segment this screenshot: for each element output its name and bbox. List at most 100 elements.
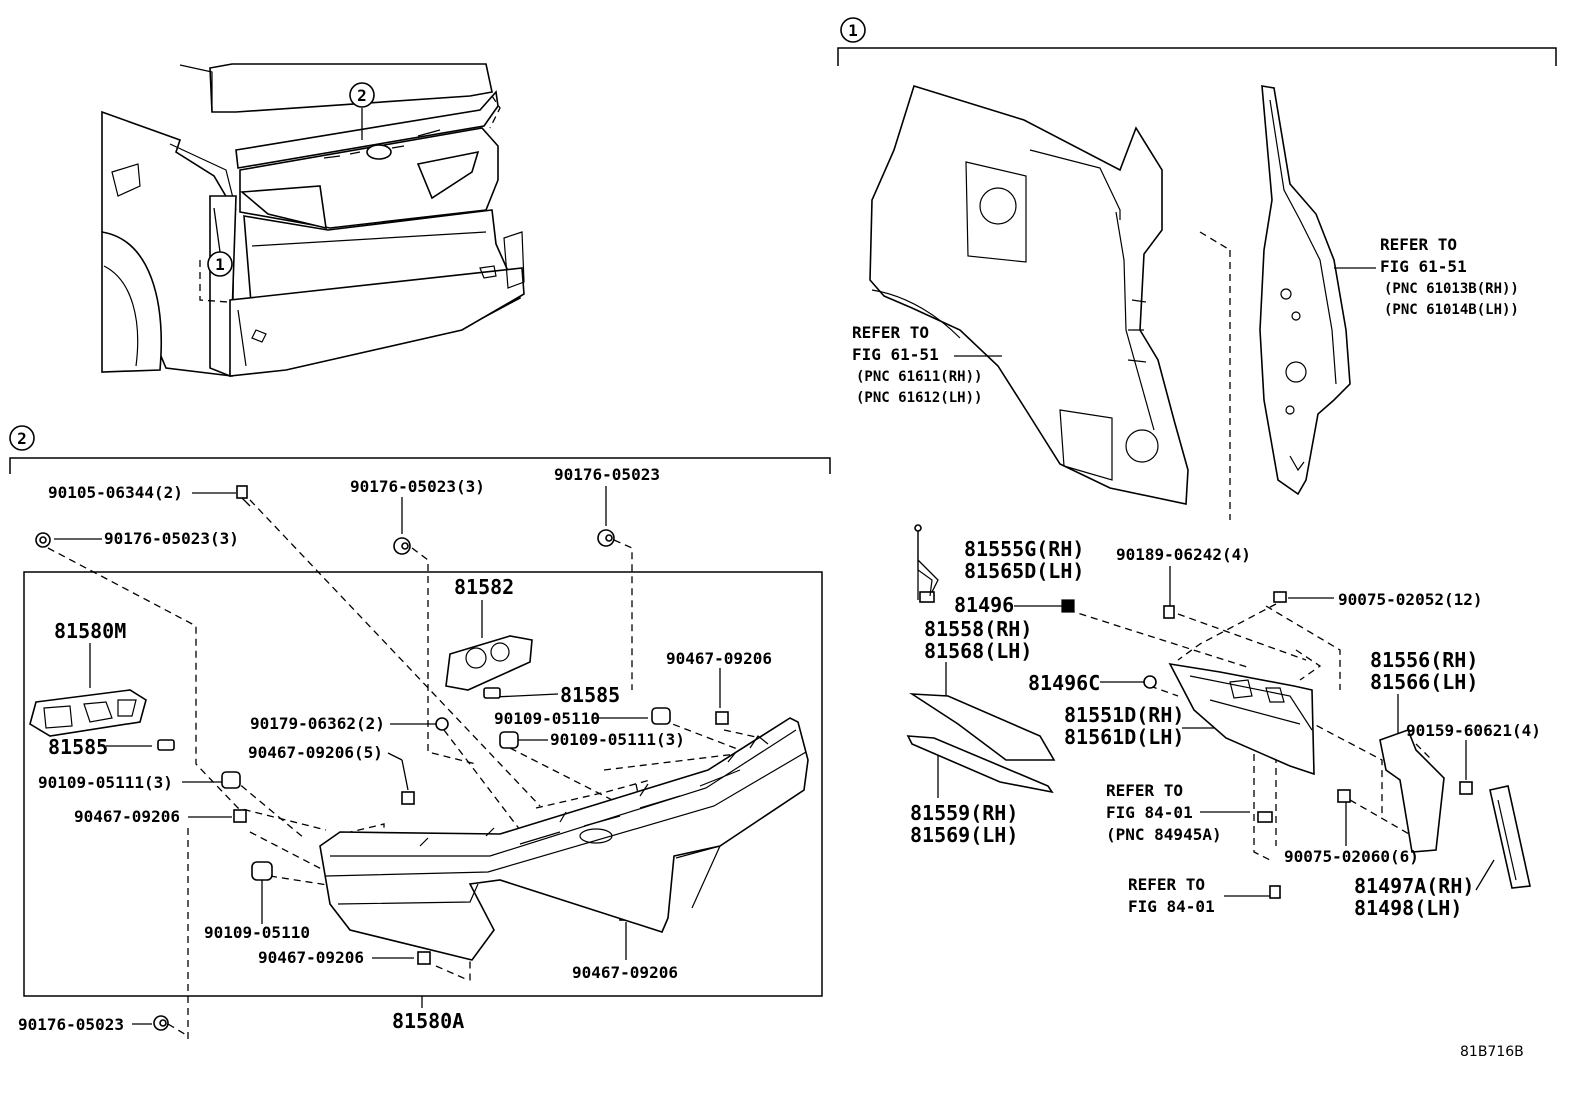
pad-81582 (445, 635, 533, 691)
label-90075-02060: 90075-02060(6) (1284, 847, 1419, 866)
section-2-header: 2 (9, 425, 831, 474)
svg-text:REFER TO: REFER TO (1380, 235, 1457, 254)
label-81496: 81496 (954, 593, 1014, 617)
label-90105-06344: 90105-06344(2) (48, 483, 183, 502)
rear-bumper-cover (319, 717, 809, 961)
figure-code: 81B716B (1460, 1044, 1524, 1060)
bracket-81556 (1379, 728, 1445, 853)
section-2-leaders (47, 486, 771, 1040)
label-90467-09206-b: 90467-09206 (74, 807, 180, 826)
svg-text:(PNC 84945A): (PNC 84945A) (1106, 825, 1222, 844)
label-81565d: 81565D(LH) (964, 559, 1084, 583)
svg-text:(PNC 61014B(LH)): (PNC 61014B(LH)) (1384, 302, 1519, 318)
label-90159-60621: 90159-60621(4) (1406, 721, 1541, 740)
nut-icon (417, 951, 431, 965)
callout-1-left: 1 (207, 251, 233, 277)
nut-icon (1061, 599, 1075, 613)
svg-text:(PNC 61611(RH)): (PNC 61611(RH)) (856, 369, 982, 385)
label-90467-09206-c: 90467-09206 (258, 948, 364, 967)
label-81582: 81582 (454, 575, 514, 599)
section-2-labels: 90105-06344(2) 90176-05023(3) 90176-0502… (18, 465, 772, 1034)
nut-icon (715, 711, 729, 725)
nut-icon (435, 717, 449, 731)
clip-icon (1257, 811, 1273, 823)
grommet-icon (221, 771, 241, 789)
label-81559: 81559(RH) (910, 801, 1018, 825)
section-1-labels: REFER TO FIG 61-51 (PNC 61611(RH)) (PNC … (852, 235, 1541, 920)
clip-icon (597, 529, 615, 547)
grommet-icon (251, 861, 273, 881)
label-81569: 81569(LH) (910, 823, 1018, 847)
pillar-reinforcement (1259, 85, 1351, 496)
label-81551d: 81551D(RH) (1064, 703, 1184, 727)
svg-text:1: 1 (848, 21, 858, 40)
label-90109-05110-b: 90109-05110 (204, 923, 310, 942)
label-90179-06362: 90179-06362(2) (250, 714, 385, 733)
label-90109-05111-a: 90109-05111(3) (550, 730, 685, 749)
svg-text:(PNC 61013B(RH)): (PNC 61013B(RH)) (1384, 281, 1519, 297)
socket-81555g (914, 524, 933, 597)
bolt-icon (236, 485, 251, 507)
label-81585-b: 81585 (48, 735, 108, 759)
svg-text:REFER TO: REFER TO (852, 323, 929, 342)
clip-icon (35, 532, 51, 548)
callout-2-top: 2 (349, 82, 375, 108)
label-90176-05023-b: 90176-05023(3) (350, 477, 485, 496)
label-81580m: 81580M (54, 619, 126, 643)
label-81498: 81498(LH) (1354, 896, 1462, 920)
svg-text:1: 1 (215, 255, 225, 274)
svg-text:2: 2 (357, 86, 367, 105)
svg-text:FIG 61-51: FIG 61-51 (1380, 257, 1467, 276)
reflector-81497a (1489, 785, 1531, 889)
label-90176-05023-d: 90176-05023 (18, 1015, 124, 1034)
clip-icon (157, 739, 175, 751)
bolt-icon (1269, 885, 1281, 899)
clip-icon (1143, 675, 1157, 689)
label-90176-05023-a: 90176-05023(3) (104, 529, 239, 548)
quarter-panel (869, 85, 1189, 505)
grommet-icon (499, 731, 519, 749)
svg-text:REFER TO: REFER TO (1128, 875, 1205, 894)
clip-icon (393, 537, 411, 555)
label-90176-05023-c: 90176-05023 (554, 465, 660, 484)
label-81585-a: 81585 (560, 683, 620, 707)
label-81497a: 81497A(RH) (1354, 874, 1474, 898)
label-90467-09206-a: 90467-09206 (666, 649, 772, 668)
bolt-icon (1337, 789, 1351, 803)
svg-text:FIG 84-01: FIG 84-01 (1106, 803, 1193, 822)
section-1-header: 1 (837, 17, 1557, 66)
bolt-icon (1163, 605, 1175, 619)
label-90467-09206-d: 90467-09206 (572, 963, 678, 982)
label-90109-05110-a: 90109-05110 (494, 709, 600, 728)
label-90189-06242: 90189-06242(4) (1116, 545, 1251, 564)
grommet-icon (651, 707, 671, 725)
clip-icon (153, 1015, 169, 1031)
bolt-icon (1459, 781, 1473, 795)
label-81556: 81556(RH) (1370, 648, 1478, 672)
label-90075-02052: 90075-02052(12) (1338, 590, 1483, 609)
tail-lamp-81551d (1168, 662, 1315, 776)
label-81555g: 81555G(RH) (964, 537, 1084, 561)
svg-text:FIG 61-51: FIG 61-51 (852, 345, 939, 364)
svg-text:REFER TO: REFER TO (1106, 781, 1183, 800)
bolt-icon (1273, 591, 1287, 603)
clip-icon (919, 591, 935, 603)
garnish-81558 (909, 693, 1056, 761)
garnish-81559 (906, 735, 1054, 794)
section-1-fasteners (919, 591, 1473, 899)
label-81566: 81566(LH) (1370, 670, 1478, 694)
section-2-frame (23, 571, 823, 997)
clip-icon (483, 687, 501, 699)
pad-81580m (29, 689, 147, 737)
label-90109-05111-b: 90109-05111(3) (38, 773, 173, 792)
label-81568: 81568(LH) (924, 639, 1032, 663)
svg-text:FIG 84-01: FIG 84-01 (1128, 897, 1215, 916)
label-81558: 81558(RH) (924, 617, 1032, 641)
nut-icon (401, 791, 415, 805)
label-81561d: 81561D(LH) (1064, 725, 1184, 749)
section-1-leaders (917, 267, 1495, 897)
svg-text:2: 2 (17, 429, 27, 448)
label-81496c: 81496C (1028, 671, 1100, 695)
label-90467-09206-5: 90467-09206(5) (248, 743, 383, 762)
